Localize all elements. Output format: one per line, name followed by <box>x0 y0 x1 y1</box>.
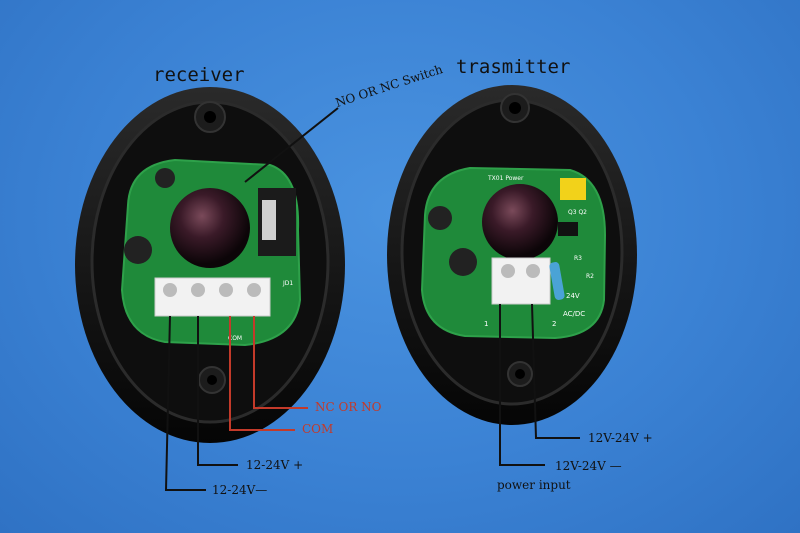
transmitter-label: trasmitter <box>456 56 571 78</box>
transmitter-24v-marking: 24V <box>566 292 580 300</box>
nc-or-no-label: NC OR NO <box>315 400 382 414</box>
transmitter-acdc-marking: AC/DC <box>563 310 585 318</box>
receiver-unit: COM JD1 <box>75 87 345 443</box>
transmitter-unit: TX01 Power Q3 Q2 R3 R2 24V AC/DC 1 2 <box>387 85 637 425</box>
transmitter-lens <box>482 184 558 260</box>
transmitter-pin1-marking: 1 <box>484 320 488 328</box>
transmitter-board-marking: TX01 Power <box>487 175 524 182</box>
transmitter-wires <box>499 303 580 466</box>
transmitter-q-marking: Q3 Q2 <box>568 209 587 216</box>
transmitter-r3-marking: R3 <box>574 255 582 262</box>
transmitter-pin2-marking: 2 <box>552 320 556 328</box>
receiver-wires <box>164 107 339 491</box>
com-label: COM <box>302 422 334 436</box>
transmitter-plus-label: 12V-24V + <box>588 431 653 445</box>
switch-pointer-line <box>244 107 339 183</box>
receiver-com-marking: COM <box>228 335 242 342</box>
receiver-lens <box>170 188 250 268</box>
transmitter-terminal-block <box>491 257 551 305</box>
receiver-label: receiver <box>153 64 245 86</box>
receiver-plus-label: 12-24V + <box>246 458 304 472</box>
transmitter-minus-label: 12V-24V — <box>555 459 622 473</box>
power-input-label: power input <box>497 478 571 492</box>
receiver-jd1-marking: JD1 <box>282 280 293 287</box>
receiver-minus-label: 12-24V— <box>212 483 268 497</box>
transmitter-r2-marking: R2 <box>586 273 594 280</box>
